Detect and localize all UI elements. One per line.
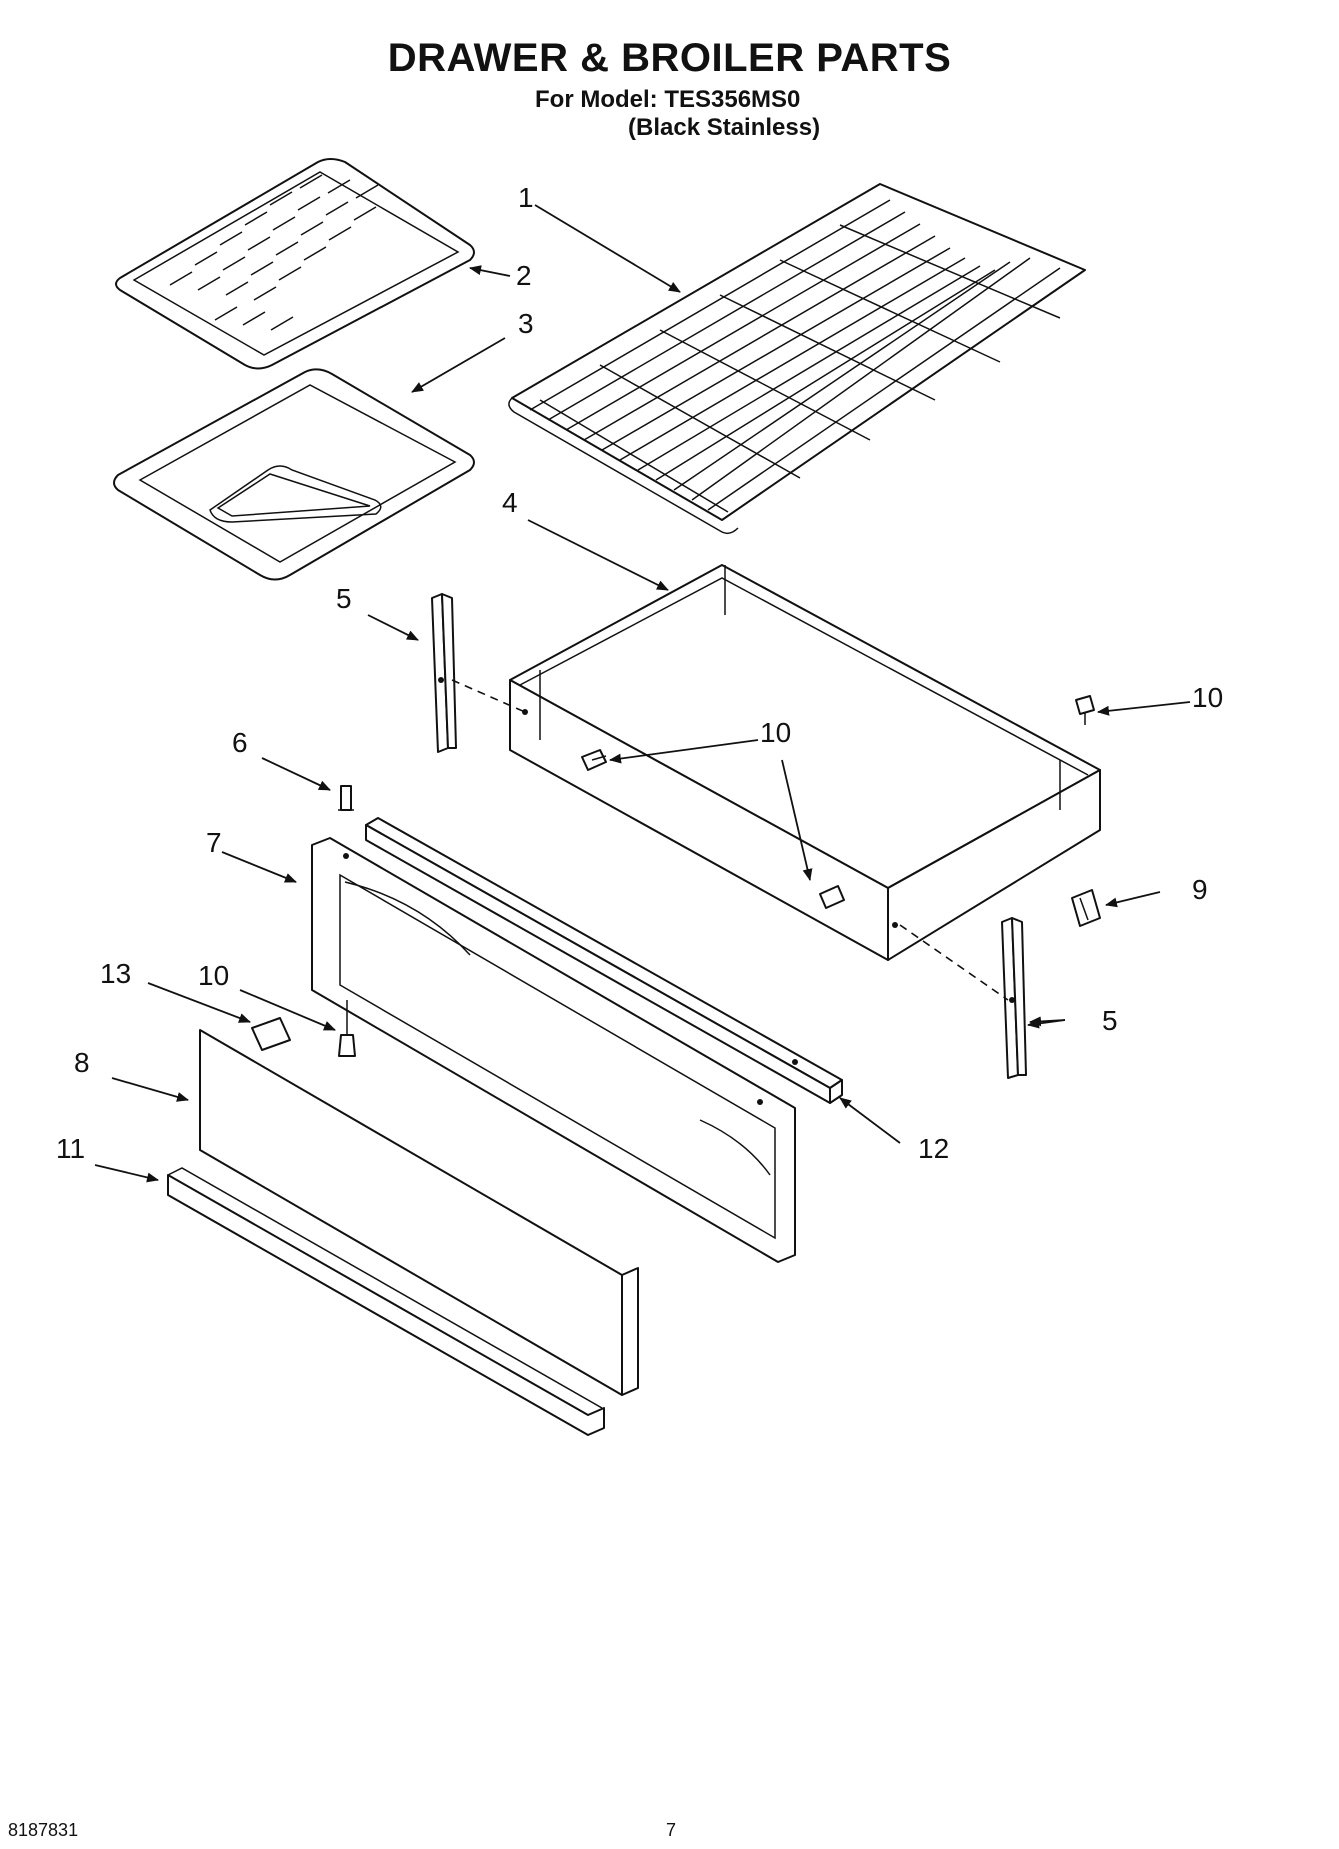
callout-9: 9 — [1192, 874, 1208, 905]
broiler-grid-part — [115, 158, 475, 370]
drawer-glide-part-left — [431, 593, 457, 753]
trim-strip-part — [365, 817, 843, 1104]
drawer-glide-part-right — [1001, 917, 1027, 1079]
screw-part-front — [338, 1000, 356, 1057]
screw-part-drawer-left — [581, 749, 607, 771]
tab-part — [251, 1017, 291, 1051]
stud-part — [338, 785, 354, 811]
broiler-pan-part — [113, 368, 475, 581]
callout-2: 2 — [516, 260, 532, 291]
callout-10-top-right: 10 — [1192, 682, 1223, 713]
model-variant: (Black Stainless) — [628, 114, 821, 141]
callout-10-front: 10 — [198, 960, 229, 991]
callout-4: 4 — [502, 487, 518, 518]
callout-1: 1 — [518, 182, 534, 213]
page-title: DRAWER & BROILER PARTS — [387, 36, 952, 80]
callout-3: 3 — [518, 308, 534, 339]
document-number: 8187831 — [8, 1820, 79, 1840]
model-line: For Model: TES356MS0 — [535, 86, 801, 113]
callout-7: 7 — [206, 827, 222, 858]
drawer-front-part — [311, 837, 796, 1263]
glide-alignment-right — [899, 924, 1009, 1001]
page-number: 7 — [666, 1820, 677, 1840]
callout-6: 6 — [232, 727, 248, 758]
callout-5-left: 5 — [336, 583, 352, 614]
callout-10-drawer: 10 — [760, 717, 791, 748]
oven-rack-part — [508, 183, 1086, 535]
callout-5-right: 5 — [1102, 1005, 1118, 1036]
screw-part-drawer-right — [819, 885, 845, 909]
screw-part-top-right — [1075, 695, 1095, 725]
bottom-trim-part — [167, 1167, 605, 1436]
clip-part — [1071, 889, 1101, 927]
lower-panel-part — [199, 1029, 639, 1396]
callout-12: 12 — [918, 1133, 949, 1164]
callout-8: 8 — [74, 1047, 90, 1078]
callout-11: 11 — [56, 1133, 85, 1164]
callout-13: 13 — [100, 958, 131, 989]
drawer-box-part — [509, 564, 1101, 961]
